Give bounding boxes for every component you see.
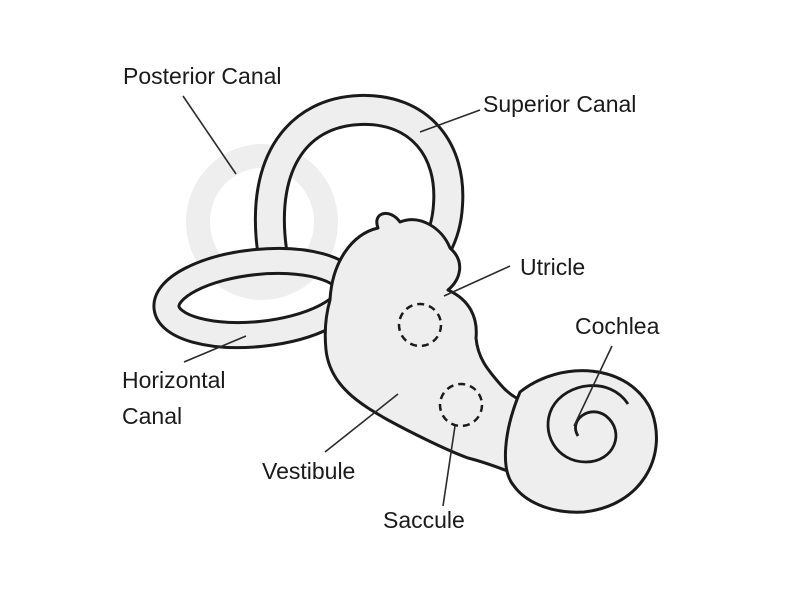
horizontal-canal-leader [183, 335, 247, 363]
vestibule-leader [324, 393, 399, 453]
saccule-label: Saccule [383, 507, 465, 533]
posterior-canal-label: Posterior Canal [123, 63, 282, 89]
superior-canal-leader [419, 109, 481, 133]
utricle-label: Utricle [520, 254, 585, 280]
saccule-region [438, 382, 484, 428]
utricle-region [397, 302, 443, 348]
cochlea-shape [504, 369, 658, 514]
vestibule-body-shape [323, 212, 534, 482]
utricle-leader [443, 265, 511, 297]
horizontal-canal-label-line2: Canal [122, 403, 182, 429]
vestibule-label: Vestibule [262, 458, 355, 484]
cochlea-label: Cochlea [575, 313, 660, 339]
cochlea-leader [573, 345, 613, 427]
horizontal-canal-label-line1: Horizontal [122, 367, 226, 393]
posterior-canal-shape [186, 144, 338, 300]
posterior-canal-leader [182, 95, 237, 175]
superior-canal-label: Superior Canal [483, 91, 636, 117]
saccule-leader [442, 425, 456, 507]
